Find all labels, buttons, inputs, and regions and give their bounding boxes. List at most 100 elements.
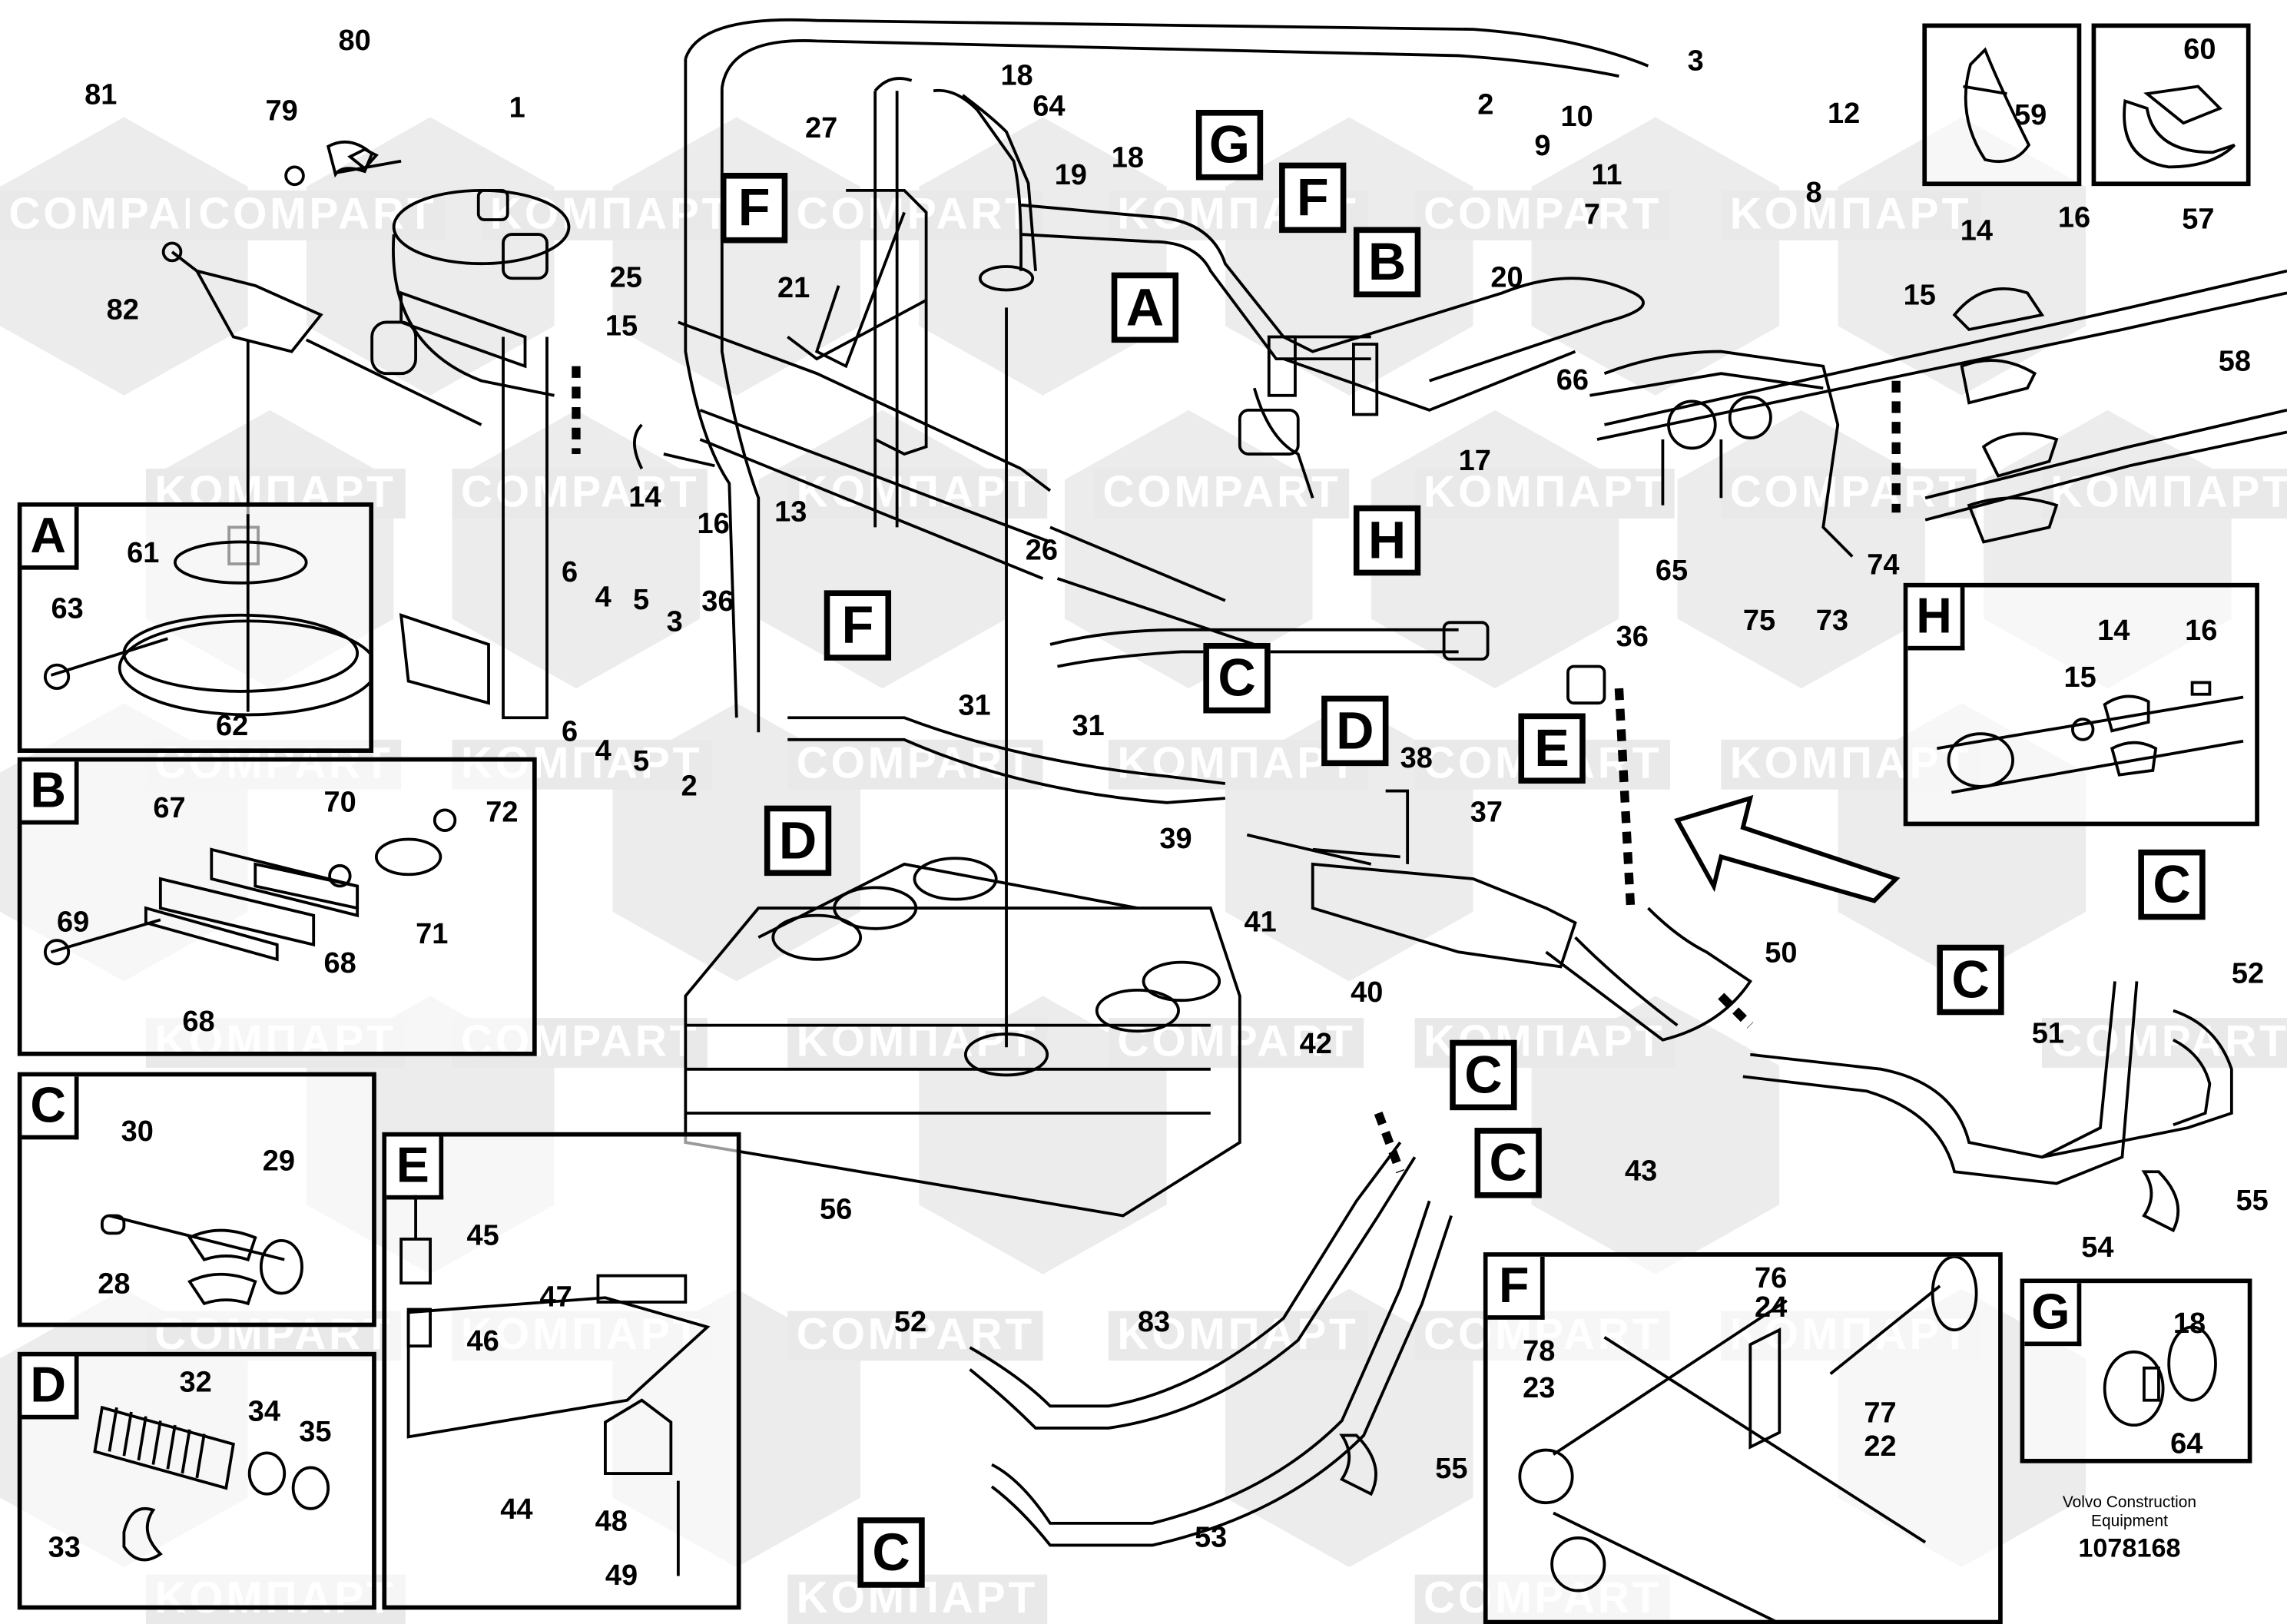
callout-52-right: 52 bbox=[2231, 957, 2265, 990]
callout-16-H: 16 bbox=[2185, 615, 2218, 648]
callout-21: 21 bbox=[777, 272, 810, 305]
callout-72: 72 bbox=[486, 797, 519, 830]
callout-57: 57 bbox=[2182, 204, 2215, 236]
inset-letter: B bbox=[22, 761, 79, 825]
callout-13: 13 bbox=[774, 496, 807, 529]
callout-36-right: 36 bbox=[1616, 621, 1649, 654]
callout-24: 24 bbox=[1755, 1291, 1788, 1324]
callout-61: 61 bbox=[127, 537, 160, 570]
watermark-text: COMPART bbox=[1721, 469, 1977, 519]
callout-71: 71 bbox=[416, 918, 449, 951]
callout-44: 44 bbox=[500, 1493, 533, 1526]
callout-68-lower: 68 bbox=[182, 1006, 215, 1039]
callout-60: 60 bbox=[2183, 33, 2216, 66]
callout-37: 37 bbox=[1470, 797, 1503, 830]
callout-31-right: 31 bbox=[1072, 710, 1105, 743]
callout-34: 34 bbox=[247, 1395, 281, 1428]
callout-68: 68 bbox=[323, 947, 356, 980]
callout-15-right: 15 bbox=[1903, 280, 1936, 313]
callout-6-lower: 6 bbox=[561, 716, 578, 749]
inset-letter: E bbox=[386, 1136, 444, 1200]
callout-77: 77 bbox=[1864, 1397, 1897, 1430]
inset-E-art bbox=[399, 1195, 711, 1576]
callout-31: 31 bbox=[958, 690, 991, 722]
callout-5-lower: 5 bbox=[632, 745, 650, 778]
watermark-text: COMPART bbox=[2042, 1018, 2287, 1068]
callout-36: 36 bbox=[701, 585, 734, 618]
callout-52: 52 bbox=[893, 1306, 927, 1339]
callout-3: 3 bbox=[666, 606, 683, 639]
callout-66: 66 bbox=[1556, 364, 1589, 397]
tag-F: F bbox=[1279, 162, 1347, 234]
callout-69: 69 bbox=[57, 906, 90, 940]
watermark-text: COMPART bbox=[189, 190, 446, 240]
callout-20: 20 bbox=[1490, 262, 1523, 295]
cable-tie-art bbox=[1963, 47, 2031, 164]
callout-47: 47 bbox=[539, 1281, 572, 1314]
callout-63: 63 bbox=[51, 593, 84, 626]
callout-12: 12 bbox=[1827, 98, 1861, 131]
callout-62: 62 bbox=[215, 710, 249, 743]
inset-B: B 67 70 72 69 68 71 68 bbox=[17, 757, 537, 1056]
tag-C: C bbox=[1474, 1128, 1542, 1198]
tag-B: B bbox=[1353, 227, 1421, 298]
callout-4: 4 bbox=[595, 581, 612, 614]
callout-80: 80 bbox=[338, 25, 371, 58]
callout-15-H: 15 bbox=[2063, 661, 2096, 694]
watermark-text: COMPART bbox=[787, 190, 1044, 240]
callout-43: 43 bbox=[1625, 1155, 1658, 1188]
tag-C: C bbox=[1937, 944, 2004, 1016]
watermark-text: COMPART bbox=[452, 469, 708, 519]
callout-51: 51 bbox=[2031, 1018, 2064, 1051]
callout-10: 10 bbox=[1560, 101, 1593, 134]
callout-46: 46 bbox=[466, 1325, 499, 1358]
tag-C: C bbox=[2138, 849, 2206, 920]
callout-11: 11 bbox=[1591, 159, 1622, 192]
callout-16-right: 16 bbox=[2057, 202, 2091, 235]
tag-F: F bbox=[720, 172, 788, 244]
callout-67: 67 bbox=[153, 792, 186, 825]
callout-53: 53 bbox=[1194, 1521, 1228, 1554]
tag-A: A bbox=[1111, 272, 1179, 343]
watermark-text: KOMПAPT bbox=[1108, 739, 1368, 790]
callout-55-right: 55 bbox=[2236, 1185, 2269, 1218]
callout-79: 79 bbox=[265, 94, 298, 128]
inset-H-art bbox=[1937, 681, 2244, 794]
callout-18: 18 bbox=[1000, 60, 1033, 93]
watermark-text: KOMПAPT bbox=[481, 190, 741, 240]
inset-A: A 61 63 62 bbox=[17, 502, 374, 753]
callout-7: 7 bbox=[1583, 199, 1601, 232]
callout-48: 48 bbox=[595, 1505, 628, 1538]
part-80-shape bbox=[326, 141, 374, 178]
callout-64-G: 64 bbox=[2170, 1427, 2203, 1460]
callout-70: 70 bbox=[323, 786, 356, 819]
callout-3-top: 3 bbox=[1687, 45, 1704, 78]
callout-59: 59 bbox=[2014, 99, 2047, 132]
callout-25: 25 bbox=[609, 262, 642, 295]
callout-83: 83 bbox=[1137, 1306, 1171, 1339]
inset-letter: F bbox=[1487, 1256, 1545, 1320]
callout-35: 35 bbox=[299, 1416, 332, 1449]
callout-14-H: 14 bbox=[2097, 615, 2130, 648]
credit-block: Volvo Construction Equipment 1078168 bbox=[2035, 1494, 2225, 1565]
watermark-hex bbox=[1531, 117, 1780, 396]
inset-E: E 45 47 46 44 48 49 bbox=[382, 1132, 741, 1610]
callout-2-lower: 2 bbox=[681, 770, 698, 803]
callout-50: 50 bbox=[1765, 937, 1798, 970]
tag-F: F bbox=[824, 590, 892, 661]
inset-letter: H bbox=[1907, 587, 1965, 651]
tag-C: C bbox=[1203, 642, 1271, 714]
callout-64: 64 bbox=[1032, 91, 1066, 124]
callout-30: 30 bbox=[121, 1115, 154, 1148]
callout-82: 82 bbox=[106, 294, 139, 327]
callout-45: 45 bbox=[466, 1220, 499, 1253]
callout-18-G: 18 bbox=[2173, 1307, 2206, 1341]
turbo-top bbox=[392, 188, 571, 266]
callout-40: 40 bbox=[1351, 976, 1384, 1009]
tag-D: D bbox=[764, 805, 832, 877]
tag-H: H bbox=[1353, 505, 1421, 576]
watermark-text: KOMПAPT bbox=[1721, 190, 1980, 240]
part-81-shape bbox=[161, 241, 183, 263]
callout-4-lower: 4 bbox=[595, 735, 612, 768]
